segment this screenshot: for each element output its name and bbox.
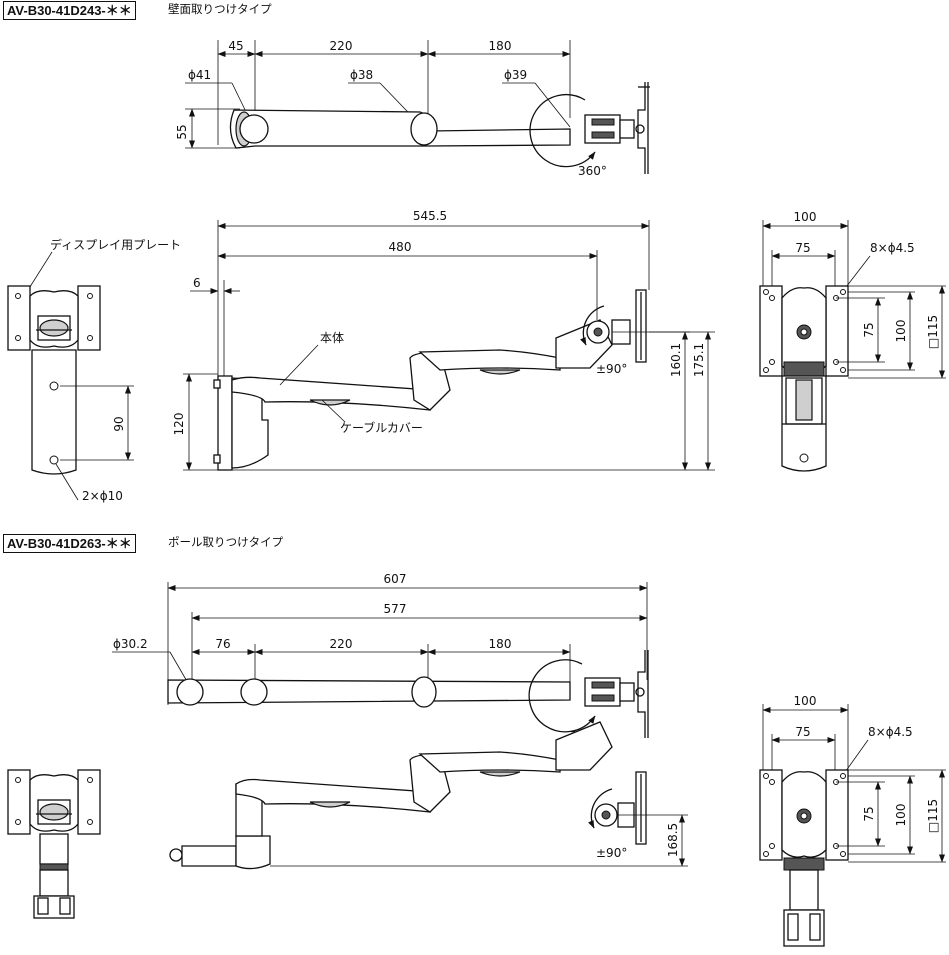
wall-top-height-55: 55: [175, 124, 189, 139]
wall-side-height2: 175.1: [692, 343, 706, 377]
wall-side-total: 545.5: [413, 209, 447, 223]
wall-side-cover-label: ケーブルカバー: [340, 420, 423, 435]
wall-side-offset: 6: [193, 276, 201, 290]
wall-side-view: 545.5 480 6 ±90° 本体: [172, 209, 715, 471]
pole-model-code: AV-B30-41D263-＊＊: [3, 534, 136, 553]
wall-side-body-label: 本体: [320, 331, 344, 345]
pole-vesa-w75: 75: [795, 725, 810, 739]
wall-front-spacing: 90: [112, 416, 126, 431]
wall-front-holes: 2×ϕ10: [82, 489, 123, 503]
wall-front-plate-label: ディスプレイ用プレート: [50, 237, 181, 252]
pole-vesa-sq115: □115: [926, 799, 940, 833]
wall-vesa-h75: 75: [862, 322, 876, 337]
wall-side-height1: 160.1: [669, 343, 683, 377]
wall-vesa-view: 100 75 8×ϕ4.5 75 100 □115: [759, 210, 946, 472]
wall-top-diam-38: ϕ38: [350, 68, 373, 82]
wall-top-diam-41: ϕ41: [188, 68, 211, 82]
pole-vesa-w100: 100: [794, 694, 817, 708]
wall-vesa-h100: 100: [894, 320, 908, 343]
wall-vesa-sq115: □115: [926, 315, 940, 349]
wall-side-reach: 480: [389, 240, 412, 254]
wall-top-rotation: 360°: [578, 164, 607, 178]
pole-vesa-h75: 75: [862, 806, 876, 821]
pole-vesa-h100: 100: [894, 804, 908, 827]
pole-side-view: ±90° 168.5: [169, 721, 688, 870]
wall-model-code: AV-B30-41D243-＊＊: [3, 1, 136, 20]
pole-top-reach: 577: [384, 602, 407, 616]
pole-vesa-view: 100 75 8×ϕ4.5 75 100 □115: [759, 694, 946, 947]
pole-top-total: 607: [384, 572, 407, 586]
wall-vesa-holes: 8×ϕ4.5: [870, 241, 915, 255]
wall-vesa-w100: 100: [794, 210, 817, 224]
wall-front-view: ディスプレイ用プレート 90 2×ϕ10: [7, 237, 181, 503]
wall-top-dim-220: 220: [330, 39, 353, 53]
wall-vesa-w75: 75: [795, 241, 810, 255]
pole-front-view: [7, 769, 101, 919]
pole-top-dim-76: 76: [215, 637, 230, 651]
pole-side-height: 168.5: [666, 823, 680, 857]
pole-top-dim-220: 220: [330, 637, 353, 651]
wall-top-dim-180: 180: [489, 39, 512, 53]
pole-top-view: 607 577 76 220 180 ϕ30.2 360°: [112, 572, 649, 743]
wall-top-view: 45 220 180 ϕ41 ϕ38 ϕ39 55 360°: [175, 39, 650, 178]
pole-side-tilt: ±90°: [596, 846, 627, 860]
pole-top-dim-180: 180: [489, 637, 512, 651]
wall-side-base-height: 120: [172, 413, 186, 436]
wall-top-diam-39: ϕ39: [504, 68, 527, 82]
wall-model-type: 壁面取りつけタイプ: [168, 2, 272, 16]
pole-top-diam: ϕ30.2: [113, 637, 148, 651]
wall-side-tilt: ±90°: [596, 362, 627, 376]
pole-vesa-holes: 8×ϕ4.5: [868, 725, 913, 739]
pole-model-type: ポール取りつけタイプ: [168, 535, 284, 549]
wall-top-dim-45: 45: [228, 39, 243, 53]
